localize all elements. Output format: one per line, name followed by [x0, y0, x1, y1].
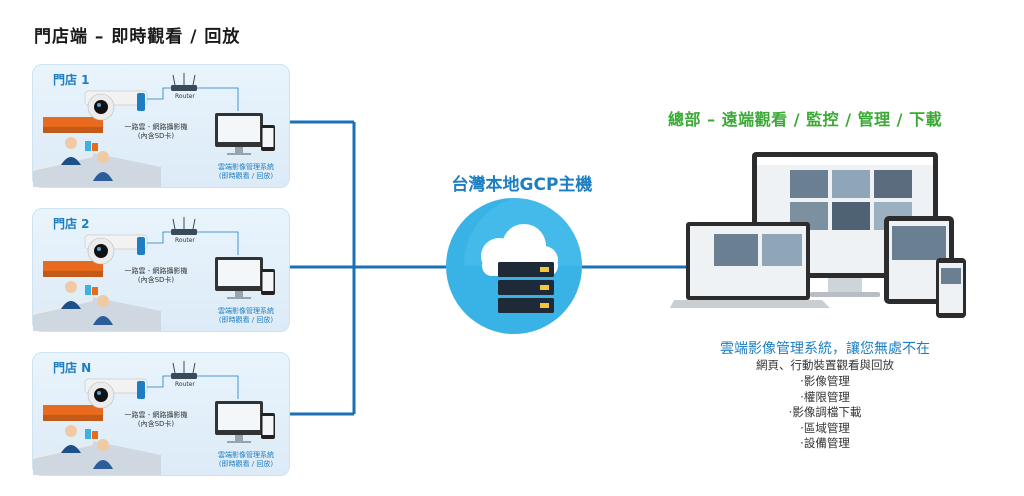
camera-icon [84, 378, 148, 409]
hq-devices-illustration [670, 152, 966, 318]
camera-label-line: (內含SD卡) [137, 132, 175, 140]
system-label: 雲端影像管理系統 (即時觀看 / 回放) [201, 451, 291, 469]
system-label-line: (即時觀看 / 回放) [218, 172, 274, 180]
store-illustration [33, 217, 275, 331]
router-icon [171, 73, 197, 91]
camera-icon [84, 234, 148, 265]
store-name: 門店 2 [53, 217, 90, 231]
phone-icon [261, 413, 275, 439]
store-panel-n: 門店 N Router 一路雲 - 網路攝影機 (內含SD卡) 雲端影像管理系統… [32, 352, 290, 476]
system-label-line: 雲端影像管理系統 [218, 451, 274, 459]
feature-item: ‧區域管理 [800, 420, 850, 435]
router-label: Router [175, 93, 195, 100]
router-icon [171, 217, 197, 235]
router-icon [171, 361, 197, 379]
feature-item: ‧權限管理 [800, 389, 850, 404]
camera-label: 一路雲 - 網路攝影機 (內含SD卡) [111, 411, 201, 429]
camera-label: 一路雲 - 網路攝影機 (內含SD卡) [111, 123, 201, 141]
monitor-icon [215, 113, 263, 155]
system-title: 雲端影像管理系統，讓您無處不在 [720, 341, 930, 357]
monitor-icon [215, 401, 263, 443]
page-title: 門店端 – 即時觀看 / 回放 [34, 27, 241, 47]
router-label: Router [175, 381, 195, 388]
store-name: 門店 N [53, 361, 92, 375]
router-label: Router [175, 237, 195, 244]
feature-item: ‧影像管理 [800, 374, 850, 388]
system-label-line: 雲端影像管理系統 [218, 307, 274, 315]
store-illustration [33, 361, 275, 475]
feature-list: ‧影像管理 ‧權限管理 ‧影像調檔下載 ‧區域管理 ‧設備管理 [690, 374, 960, 452]
monitor-icon [215, 257, 263, 299]
cloud-title: 台灣本地GCP主機 [451, 175, 593, 195]
store-panel-2: 門店 2 Router 一路雲 - 網路攝影機 (內含SD卡) 雲端影像管理系統… [32, 208, 290, 332]
camera-icon [84, 90, 148, 121]
phone-icon [936, 258, 966, 318]
store-illustration [33, 73, 275, 187]
system-subtitle: 網頁、行動裝置觀看與回放 [756, 358, 894, 372]
system-label-line: (即時觀看 / 回放) [218, 316, 274, 324]
feature-item: ‧影像調檔下載 [788, 405, 862, 419]
camera-label-line: 一路雲 - 網路攝影機 [124, 123, 188, 131]
feature-item: ‧設備管理 [800, 436, 850, 450]
camera-label: 一路雲 - 網路攝影機 (內含SD卡) [111, 267, 201, 285]
camera-label-line: (內含SD卡) [137, 276, 175, 284]
store-panel-1: 門店 1 Router 一路雲 - 網路攝影機 (內含SD卡) 雲端影像管理系統… [32, 64, 290, 188]
phone-icon [261, 125, 275, 151]
camera-label-line: 一路雲 - 網路攝影機 [124, 411, 188, 419]
server-icon [498, 262, 554, 313]
system-label-line: (即時觀看 / 回放) [218, 460, 274, 468]
hq-title: 總部 – 遠端觀看 / 監控 / 管理 / 下載 [668, 110, 943, 129]
cloud-server-icon [446, 198, 582, 334]
system-label: 雲端影像管理系統 (即時觀看 / 回放) [201, 307, 291, 325]
laptop-icon [670, 222, 830, 308]
store-name: 門店 1 [53, 73, 90, 87]
system-label: 雲端影像管理系統 (即時觀看 / 回放) [201, 163, 291, 181]
phone-icon [261, 269, 275, 295]
camera-label-line: (內含SD卡) [137, 420, 175, 428]
camera-label-line: 一路雲 - 網路攝影機 [124, 267, 188, 275]
system-label-line: 雲端影像管理系統 [218, 163, 274, 171]
